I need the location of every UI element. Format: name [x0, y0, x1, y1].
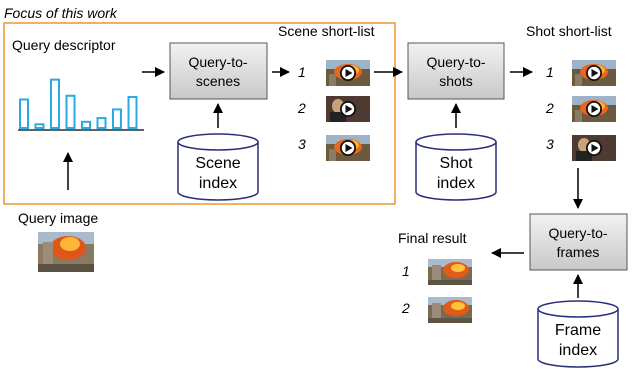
query-to-scenes-line1: Query-to- — [188, 54, 247, 70]
query-to-frames-line1: Query-to- — [548, 225, 607, 241]
query-to-scenes-box: Query-to- scenes — [169, 42, 268, 100]
scene-thumb-3[interactable] — [326, 135, 370, 161]
scene-rank-3: 3 — [298, 136, 306, 152]
histogram-bar — [65, 94, 76, 130]
shot-rank-1: 1 — [546, 64, 554, 80]
query-image — [38, 232, 94, 272]
shot-index-line1: Shot — [440, 155, 473, 172]
query-to-scenes-line2: scenes — [196, 73, 240, 89]
histogram-bar — [81, 120, 91, 130]
histogram-bar — [50, 78, 60, 129]
scene-index-cylinder: Scene index — [177, 133, 259, 201]
query-to-frames-line2: frames — [557, 244, 600, 260]
scene-index-line1: Scene — [195, 155, 240, 172]
histogram-bar — [34, 123, 45, 129]
frame-index-line1: Frame — [555, 322, 601, 339]
shot-thumb-3[interactable] — [572, 135, 616, 161]
query-image-label: Query image — [18, 210, 98, 226]
shot-thumb-1[interactable] — [572, 60, 616, 86]
query-to-frames-box: Query-to- frames — [529, 213, 628, 271]
scene-rank-1: 1 — [298, 64, 306, 80]
scene-shortlist-title: Scene short-list — [278, 23, 375, 39]
query-to-shots-box: Query-to- shots — [407, 42, 505, 100]
histogram-bar — [19, 98, 29, 130]
query-to-shots-line1: Query-to- — [426, 54, 485, 70]
frame-index-line2: index — [559, 342, 597, 359]
final-rank-2: 2 — [401, 300, 410, 316]
focus-region — [3, 22, 396, 205]
histogram-bar — [96, 117, 107, 130]
scene-index-line2: index — [199, 175, 237, 192]
query-descriptor-histogram — [19, 78, 138, 130]
shot-rank-2: 2 — [545, 100, 554, 116]
shot-rank-3: 3 — [546, 136, 554, 152]
scene-thumb-1[interactable] — [326, 60, 370, 86]
query-to-shots-line2: shots — [439, 73, 472, 89]
final-result-thumb-2[interactable] — [428, 297, 472, 323]
final-result-title: Final result — [398, 230, 467, 246]
focus-label: Focus of this work — [4, 5, 118, 21]
shot-index-cylinder: Shot index — [415, 133, 497, 201]
scene-thumb-2[interactable] — [326, 96, 370, 122]
histogram-bar — [127, 96, 138, 129]
query-descriptor-label: Query descriptor — [12, 37, 116, 53]
shot-thumb-2[interactable] — [572, 96, 616, 122]
histogram-bar — [112, 108, 122, 130]
scene-rank-2: 2 — [297, 100, 306, 116]
shot-index-line2: index — [437, 175, 475, 192]
final-rank-1: 1 — [402, 263, 410, 279]
final-result-thumb-1[interactable] — [428, 259, 472, 285]
shot-shortlist-title: Shot short-list — [526, 23, 612, 39]
frame-index-cylinder: Frame index — [537, 300, 619, 368]
